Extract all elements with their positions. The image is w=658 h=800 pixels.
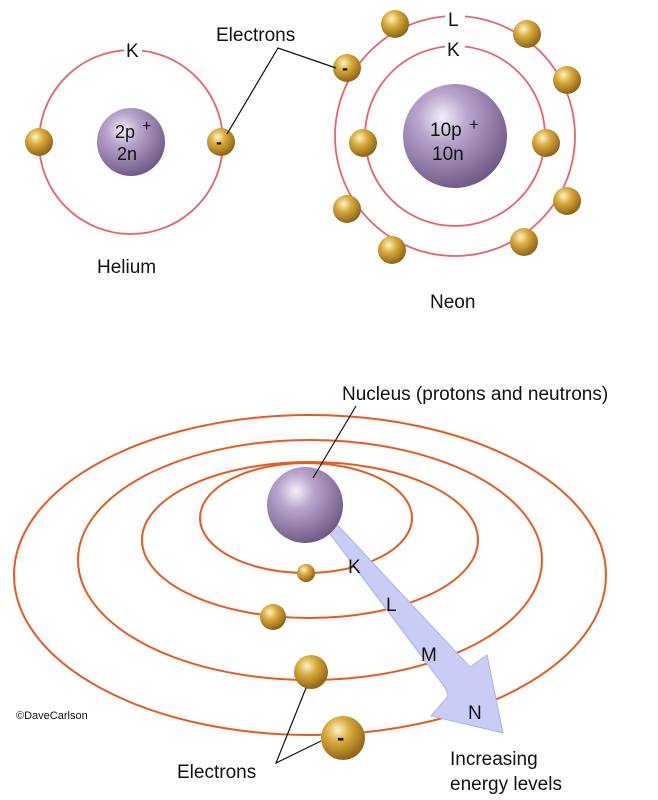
neon-l-electron	[378, 236, 406, 264]
neon-nucleus-protons: 10p	[430, 120, 462, 141]
neon-l-electron	[553, 187, 581, 215]
energy-arrow-label-1: Increasing	[450, 749, 538, 770]
helium-atom: 2p + 2n - K Helium	[25, 40, 235, 278]
bottom-electrons-leader	[274, 687, 322, 765]
shell-l-orbit	[141, 461, 479, 619]
top-electrons-leader	[226, 47, 337, 135]
neon-l-electron	[553, 66, 581, 94]
bottom-nucleus	[267, 467, 343, 543]
bottom-electron-sign: -	[337, 725, 344, 750]
energy-arrow-label-2: energy levels	[450, 774, 562, 795]
neon-nucleus	[403, 84, 507, 188]
shell-m-label: M	[421, 645, 437, 666]
neon-k-label-bg	[445, 38, 465, 60]
top-electrons-callout: Electrons	[216, 25, 337, 135]
helium-nucleus-protons: 2p	[115, 122, 135, 142]
helium-nucleus-charge: +	[142, 118, 151, 135]
neon-l-electron-labeled	[333, 54, 361, 82]
credit-text: ©DaveCarlson	[16, 710, 88, 722]
helium-k-label-bg	[124, 40, 142, 60]
neon-l-electron	[333, 195, 361, 223]
helium-electron-right	[207, 128, 235, 156]
bottom-electron-n	[321, 716, 365, 760]
neon-l-electron	[513, 20, 541, 48]
shell-k-label: K	[348, 557, 361, 578]
shell-l-label: L	[386, 595, 397, 616]
neon-k-electron	[349, 129, 377, 157]
helium-nucleus	[97, 108, 165, 176]
helium-electron-sign: -	[216, 132, 222, 152]
neon-electron-sign: -	[342, 58, 348, 78]
neon-l-label-bg	[445, 8, 465, 30]
neon-l-label: L	[448, 10, 459, 31]
helium-k-label: K	[126, 41, 139, 62]
neon-l-electron	[510, 228, 538, 256]
helium-nucleus-neutrons: 2n	[117, 144, 137, 164]
energy-arrow	[317, 517, 504, 734]
top-electrons-label: Electrons	[216, 25, 295, 46]
bottom-electron-k	[297, 564, 315, 582]
neon-name: Neon	[430, 292, 475, 313]
helium-name: Helium	[97, 257, 156, 278]
energy-levels-diagram: - K L M N Nucleus (protons and neutrons)…	[13, 384, 608, 795]
neon-nucleus-charge: +	[469, 115, 479, 134]
bottom-electron-m	[294, 655, 328, 689]
shell-n-label: N	[468, 703, 482, 724]
helium-electron-left	[25, 128, 53, 156]
bottom-nucleus-label: Nucleus (protons and neutrons)	[342, 384, 608, 405]
shell-n-orbit	[13, 414, 607, 736]
bottom-electron-l	[260, 604, 286, 630]
neon-nucleus-neutrons: 10n	[432, 144, 464, 165]
bottom-electrons-label: Electrons	[177, 762, 256, 783]
neon-k-label: K	[447, 40, 460, 61]
neon-k-electron	[532, 129, 560, 157]
neon-l-electron	[381, 10, 409, 38]
neon-atom: 10p + 10n - L K Neon	[333, 8, 581, 313]
bottom-nucleus-leader	[312, 405, 357, 479]
